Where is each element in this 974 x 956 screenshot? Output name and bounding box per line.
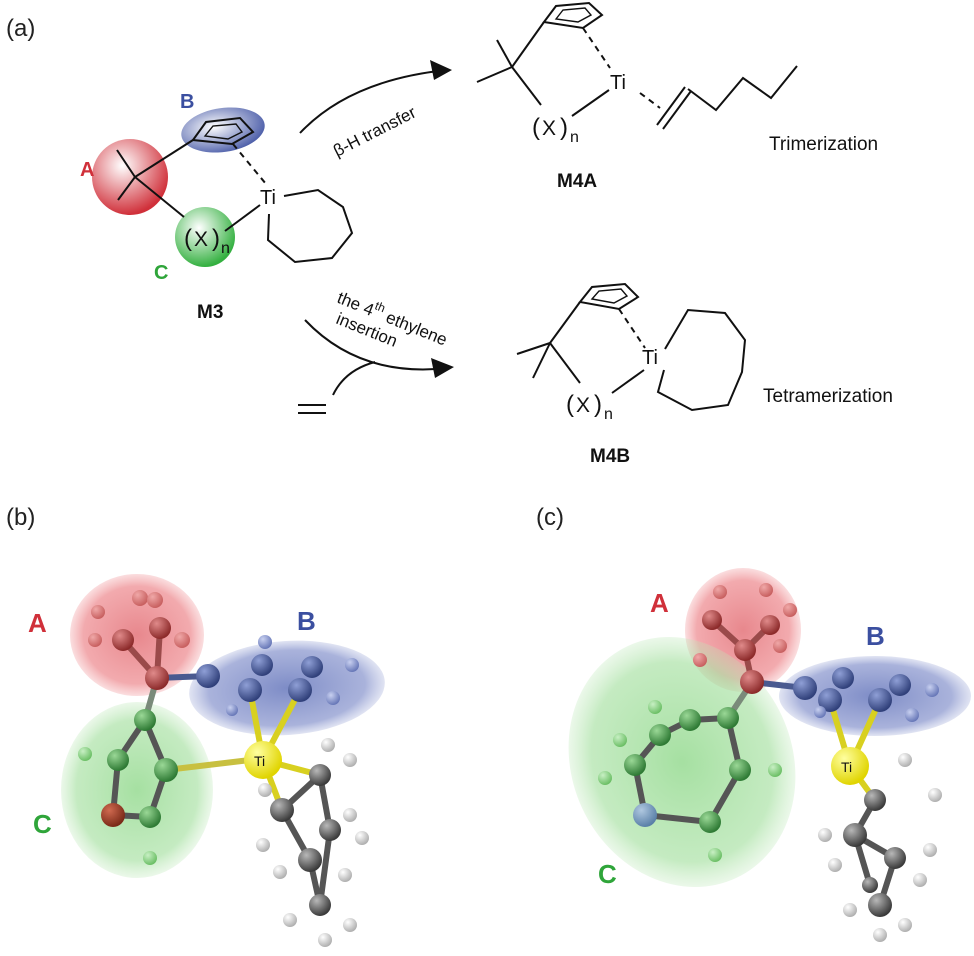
tetramerization-label: Tetramerization: [763, 386, 893, 407]
panel-c: (c): [536, 504, 971, 942]
svg-text:): ): [594, 391, 602, 418]
model-c-ti-chain: Ti: [818, 747, 942, 942]
m3-label-c: C: [154, 262, 168, 284]
cp-ring: [191, 116, 255, 146]
m4a-x: X: [542, 117, 556, 140]
model-b-label-a: A: [28, 608, 47, 638]
svg-text:(: (: [532, 114, 540, 141]
svg-text:): ): [212, 225, 220, 252]
model-b-atoms-a: [88, 590, 190, 690]
model-c-label-a: A: [650, 588, 669, 618]
m3-label-b: B: [180, 91, 194, 113]
model-c-atoms-a: [693, 583, 797, 694]
panel-a: (a) Ti ( X ) n B A: [6, 1, 893, 467]
model-c-ti-atom: [831, 747, 869, 785]
svg-text:): ): [560, 114, 568, 141]
m4b-n: n: [604, 406, 613, 423]
arrow-top-label: β-H transfer: [330, 103, 419, 161]
model-b-ti-atom: [244, 741, 282, 779]
model-c-label-c: C: [598, 859, 617, 889]
m4b-metallacycle: [656, 308, 747, 412]
molecule-m3: Ti ( X ) n B A C M3: [80, 91, 354, 323]
model-b-atoms-c: [78, 709, 178, 865]
model-c-label-b: B: [866, 621, 885, 651]
model-c-atoms-b: [793, 667, 939, 722]
model-b-label-b: B: [297, 606, 316, 636]
m4a-ti: Ti: [610, 72, 626, 94]
svg-text:(: (: [566, 391, 574, 418]
model-c-atoms-c: [598, 700, 782, 862]
svg-text:(: (: [184, 225, 192, 252]
m3-ti: Ti: [260, 187, 276, 209]
model-b-region-a: [70, 574, 204, 696]
m4a-n: n: [570, 129, 579, 146]
panel-b: (b): [6, 504, 385, 947]
m4b-name: M4B: [590, 446, 630, 467]
molecule-m4b: Ti ( X ) n M4B Tetramerization: [516, 282, 893, 467]
model-b-ti-label: Ti: [254, 753, 265, 769]
trimerization-label: Trimerization: [769, 134, 878, 155]
m3-label-a: A: [80, 159, 94, 181]
m3-x: X: [194, 228, 208, 251]
model-b-ti-chain: Ti: [244, 738, 369, 947]
model-b-atoms-b: [196, 635, 359, 716]
model-b-label-c: C: [33, 809, 52, 839]
model-c-ti-label: Ti: [841, 759, 852, 775]
arrow-beta-h: β-H transfer: [299, 60, 452, 161]
m4a-name: M4A: [557, 171, 597, 192]
m4b-x: X: [576, 394, 590, 417]
m4b-ti: Ti: [642, 347, 658, 369]
panel-c-label: (c): [536, 504, 564, 531]
model-b-region-b: [189, 640, 385, 736]
panel-b-label: (b): [6, 504, 35, 531]
model-b-region-c: [61, 702, 213, 878]
m3-n: n: [221, 240, 230, 257]
arrow-fourth-insertion: the 4th ethylene insertion: [298, 288, 454, 414]
region-a-sphere: [92, 139, 168, 215]
molecule-m4a: Ti ( X ) n M4A Trimerization: [476, 1, 878, 192]
panel-a-label: (a): [6, 15, 35, 42]
m3-name: M3: [197, 302, 223, 323]
region-c-sphere: [175, 207, 235, 267]
m3-metallacycle: [266, 188, 354, 264]
